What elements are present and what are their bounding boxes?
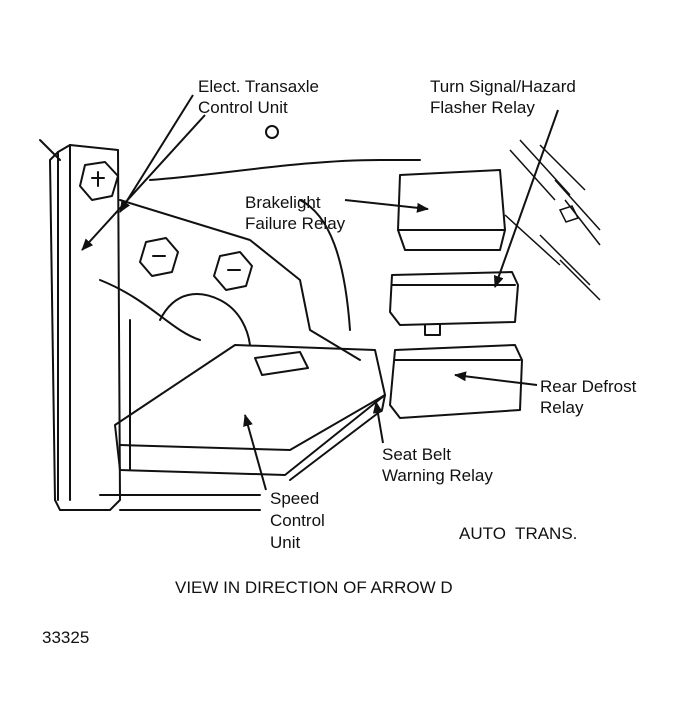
turn-signal-flasher-relay — [389, 271, 519, 336]
harness-hatching — [504, 139, 601, 301]
label-turn-signal-hazard-flasher-relay: Turn Signal/Hazard Flasher Relay — [430, 77, 576, 117]
label-seat-belt-warning-relay: Seat Belt Warning Relay — [382, 445, 493, 485]
figure-number: 33325 — [42, 628, 90, 647]
nut-icon — [139, 237, 179, 277]
speed-control-unit — [114, 344, 386, 481]
nut-icon — [79, 161, 119, 201]
label-elect-transaxle-control-unit: Elect. Transaxle Control Unit — [198, 77, 319, 117]
caption-view-direction: VIEW IN DIRECTION OF ARROW D — [175, 578, 453, 597]
elect-transaxle-control-unit — [49, 144, 121, 511]
leader-arrows — [81, 94, 559, 491]
caption-auto-trans: AUTO TRANS. — [459, 524, 578, 543]
label-speed-control-unit: Speed Control Unit — [270, 489, 325, 552]
label-rear-defrost-relay: Rear Defrost Relay — [540, 377, 637, 417]
brakelight-failure-relay — [397, 169, 506, 251]
rear-defrost-relay — [389, 344, 523, 419]
label-brakelight-failure-relay: Brakelight Failure Relay — [245, 193, 346, 233]
dash-panel — [39, 125, 421, 511]
nut-icon — [213, 251, 253, 291]
